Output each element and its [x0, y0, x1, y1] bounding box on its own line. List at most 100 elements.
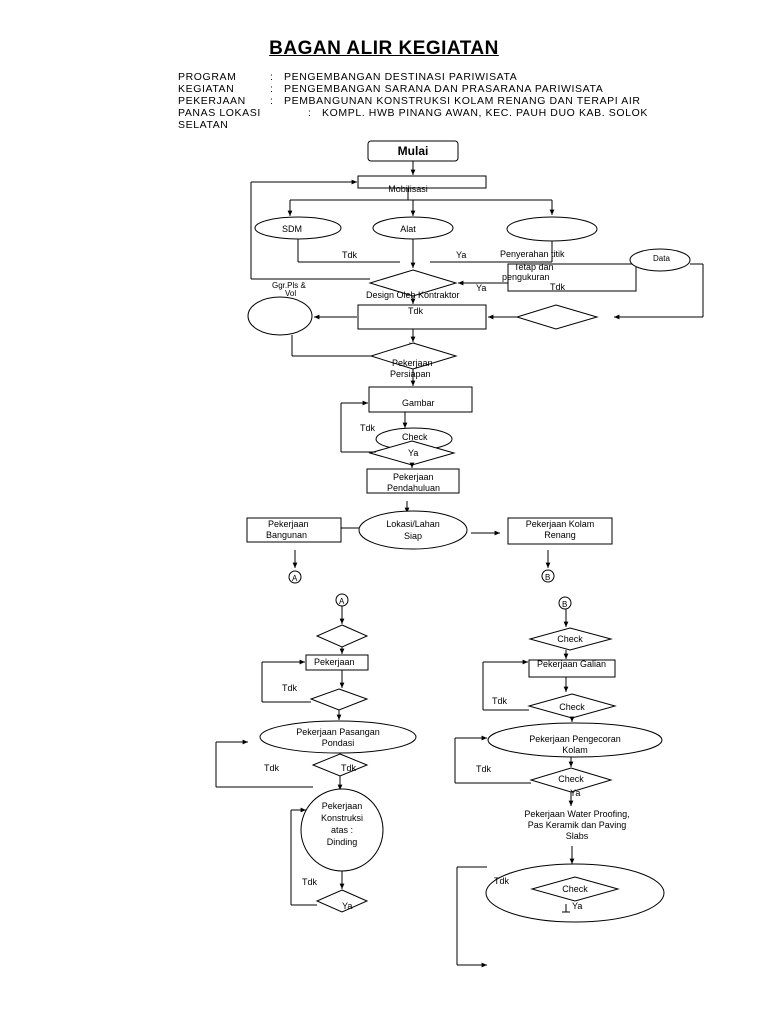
pondasi-label-2: Pondasi	[322, 738, 355, 748]
waterproof-label-1: Pekerjaan Water Proofing,	[524, 809, 629, 819]
galian-label: Pekerjaan Galian	[537, 659, 606, 669]
header-sep-pekerjaan: :	[270, 95, 274, 107]
check-label-5: Check	[562, 884, 588, 894]
a-diamond-2	[309, 688, 369, 711]
lokasi-label-2: Siap	[404, 531, 422, 541]
tdk-label-1: Tdk	[342, 250, 358, 260]
connector-a-1	[288, 570, 302, 584]
pengecoran-label-1: Pekerjaan Pengecoran	[529, 734, 621, 744]
kolam-label-1: Pekerjaan Kolam	[526, 519, 595, 529]
check-label-1: Check	[402, 432, 428, 442]
lokasi-label-1: Lokasi/Lahan	[386, 519, 440, 529]
b-check-diamond-4	[530, 876, 620, 902]
persiapan-label-1: Pekerjaan	[392, 358, 433, 368]
connector-b-1	[541, 569, 555, 583]
penyerahan-ellipse	[506, 216, 598, 242]
check-label-3: Check	[559, 702, 585, 712]
tdk-label-11: Tdk	[494, 876, 510, 886]
tdk-label-5: Tdk	[282, 683, 298, 693]
pengecoran-label-2: Kolam	[562, 745, 588, 755]
pendahuluan-label-1: Pekerjaan	[393, 472, 434, 482]
gambar-label: Gambar	[402, 398, 435, 408]
connector-b-2	[558, 596, 572, 610]
kolam-box	[507, 517, 613, 545]
waterproof-label-2: Pas Keramik dan Paving	[528, 820, 627, 830]
pondasi-label-1: Pekerjaan Pasangan	[296, 727, 380, 737]
tdk-label-2: Tdk	[550, 282, 566, 292]
tdk-label-8: Tdk	[302, 877, 318, 887]
data-check-diamond	[515, 304, 599, 330]
design-check-box	[357, 304, 487, 330]
penyerahan-label-2: Tetap dan	[514, 262, 554, 272]
bangunan-label-1: Pekerjaan	[268, 519, 309, 529]
data-label: Data	[653, 254, 670, 263]
header-sep-kegiatan: :	[270, 83, 274, 95]
penyerahan-label-3: pengukuran	[502, 272, 550, 282]
data-ellipse	[629, 248, 691, 272]
pendahuluan-label-2: Pendahuluan	[387, 483, 440, 493]
header-label-kegiatan: KEGIATAN	[178, 83, 235, 95]
header-label-selatan: SELATAN	[178, 119, 229, 131]
gambar-box	[368, 386, 473, 413]
tdk-label-4: Tdk	[360, 423, 376, 433]
header-value-kegiatan: PENGEMBANGAN SARANA DAN PRASARANA PARIWI…	[284, 83, 604, 95]
dinding-label-3: atas :	[331, 825, 353, 835]
connector-a-2-label: A	[339, 597, 345, 606]
header-label-program: PROGRAM	[178, 71, 237, 83]
dinding-label-2: Konstruksi	[321, 813, 363, 823]
ya-label-2: Ya	[476, 283, 486, 293]
connector-b-1-label: B	[545, 573, 550, 582]
ya-label-6: Ya	[342, 901, 352, 911]
persiapan-label-2: Persiapan	[390, 369, 431, 379]
penyerahan-label-1: Penyerahan titik	[500, 249, 565, 259]
check-label-4: Check	[558, 774, 584, 784]
pendahuluan-box	[366, 468, 460, 494]
a-diamond-3	[311, 753, 369, 777]
bangunan-box	[246, 517, 342, 543]
check-label-2: Check	[557, 634, 583, 644]
a-diamond-4	[315, 889, 369, 913]
bangunan-label-2: Bangunan	[266, 530, 307, 540]
b-check-diamond-1	[528, 627, 613, 651]
galian-box	[528, 659, 616, 678]
lokasi-ellipse	[358, 510, 468, 550]
pekerjaan-box	[305, 654, 369, 671]
ggr-label-2: Vol	[285, 289, 296, 298]
mobilisasi-box	[357, 175, 487, 189]
connector-a-1-label: A	[292, 574, 298, 583]
header-label-pekerjaan: PEKERJAAN	[178, 95, 246, 107]
sdm-label: SDM	[282, 224, 302, 234]
dinding-label-1: Pekerjaan	[322, 801, 363, 811]
ggr-label-1: Ggr.Pls &	[272, 281, 306, 290]
tdk-label-6: Tdk	[264, 763, 280, 773]
a-diamond-1	[315, 624, 369, 648]
header-sep-lokasi: :	[308, 107, 312, 119]
penyerahan-box	[507, 263, 637, 292]
dinding-label-4: Dinding	[327, 837, 358, 847]
mulai-label: Mulai	[398, 144, 429, 158]
header-value-lokasi: KOMPL. HWB PINANG AWAN, KEC. PAUH DUO KA…	[322, 107, 648, 119]
header-value-pekerjaan: PEMBANGUNAN KONSTRUKSI KOLAM RENANG DAN …	[284, 95, 641, 107]
pekerjaan-label: Pekerjaan	[314, 657, 355, 667]
kolam-label-2: Renang	[544, 530, 576, 540]
ya-label-8: Ya	[572, 901, 582, 911]
tdk-label-7: Tdk	[341, 763, 357, 773]
ya-label-4: Ya	[408, 448, 418, 458]
tdk-label-10: Tdk	[476, 764, 492, 774]
design-label: Design Oleh Kontraktor	[366, 290, 460, 300]
connector-b-2-label: B	[562, 600, 567, 609]
ya-label-7: Ya	[570, 788, 580, 798]
waterproof-label-3: Slabs	[566, 831, 589, 841]
ggr-ellipse	[247, 296, 313, 336]
header-value-program: PENGEMBANGAN DESTINASI PARIWISATA	[284, 71, 518, 83]
ya-label-1: Ya	[456, 250, 466, 260]
header-label-lokasi: PANAS LOKASI	[178, 107, 261, 119]
tdk-label-3: Tdk	[408, 306, 424, 316]
pengecoran-ellipse	[487, 722, 663, 758]
alat-label: Alat	[400, 224, 416, 234]
tdk-label-9: Tdk	[492, 696, 508, 706]
header-sep-program: :	[270, 71, 274, 83]
page-title: BAGAN ALIR KEGIATAN	[269, 38, 499, 59]
pondasi-ellipse	[259, 720, 417, 754]
